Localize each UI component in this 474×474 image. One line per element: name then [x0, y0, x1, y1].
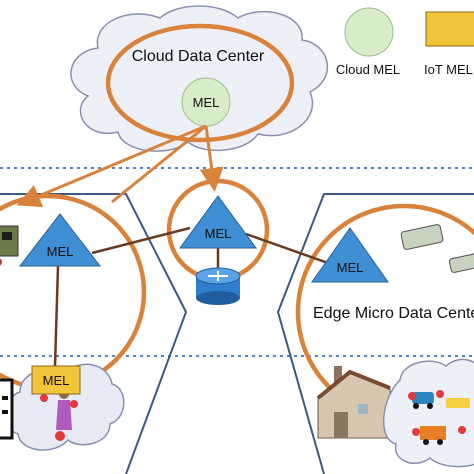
right-mel-triangle — [311, 227, 389, 283]
circuit-board-icon — [0, 225, 19, 266]
left-mel-label: MEL — [47, 244, 74, 259]
link-left-center — [91, 226, 191, 255]
left-orange-circle — [0, 193, 147, 391]
edge-title: Edge Micro Data Center — [313, 305, 474, 322]
handheld-device-icon — [0, 378, 14, 440]
cloud-mel-label: MEL — [193, 95, 220, 110]
legend-iot-mel-label: IoT MEL — [424, 62, 473, 77]
factory-icon — [316, 366, 391, 439]
arrow-to-left-mel — [16, 124, 207, 208]
left-hexagon — [0, 193, 188, 474]
cloud-title: Cloud Data Center — [132, 48, 265, 65]
link-left-iot — [53, 265, 60, 367]
link-center-right — [245, 232, 329, 265]
arrow-to-center-mel — [199, 125, 224, 192]
iot-mel-box — [31, 365, 81, 395]
cloud-orange-ring — [105, 23, 295, 143]
legend-cloud-mel-label: Cloud MEL — [336, 62, 400, 77]
right-iot-cloud — [383, 358, 474, 468]
right-mel-label: MEL — [337, 260, 364, 275]
center-mel-triangle — [179, 195, 257, 249]
iot-mel-label: MEL — [43, 373, 70, 388]
center-mel-label: MEL — [205, 226, 232, 241]
legend-cloud-mel-icon — [344, 7, 394, 57]
legend-iot-mel-icon — [425, 11, 474, 47]
left-mel-triangle — [18, 213, 102, 267]
arrow-to-right-mel — [111, 124, 207, 204]
sensor-chip-icon — [400, 224, 474, 273]
vehicles-with-sensors-icon — [408, 390, 470, 445]
router-icon — [195, 267, 241, 305]
